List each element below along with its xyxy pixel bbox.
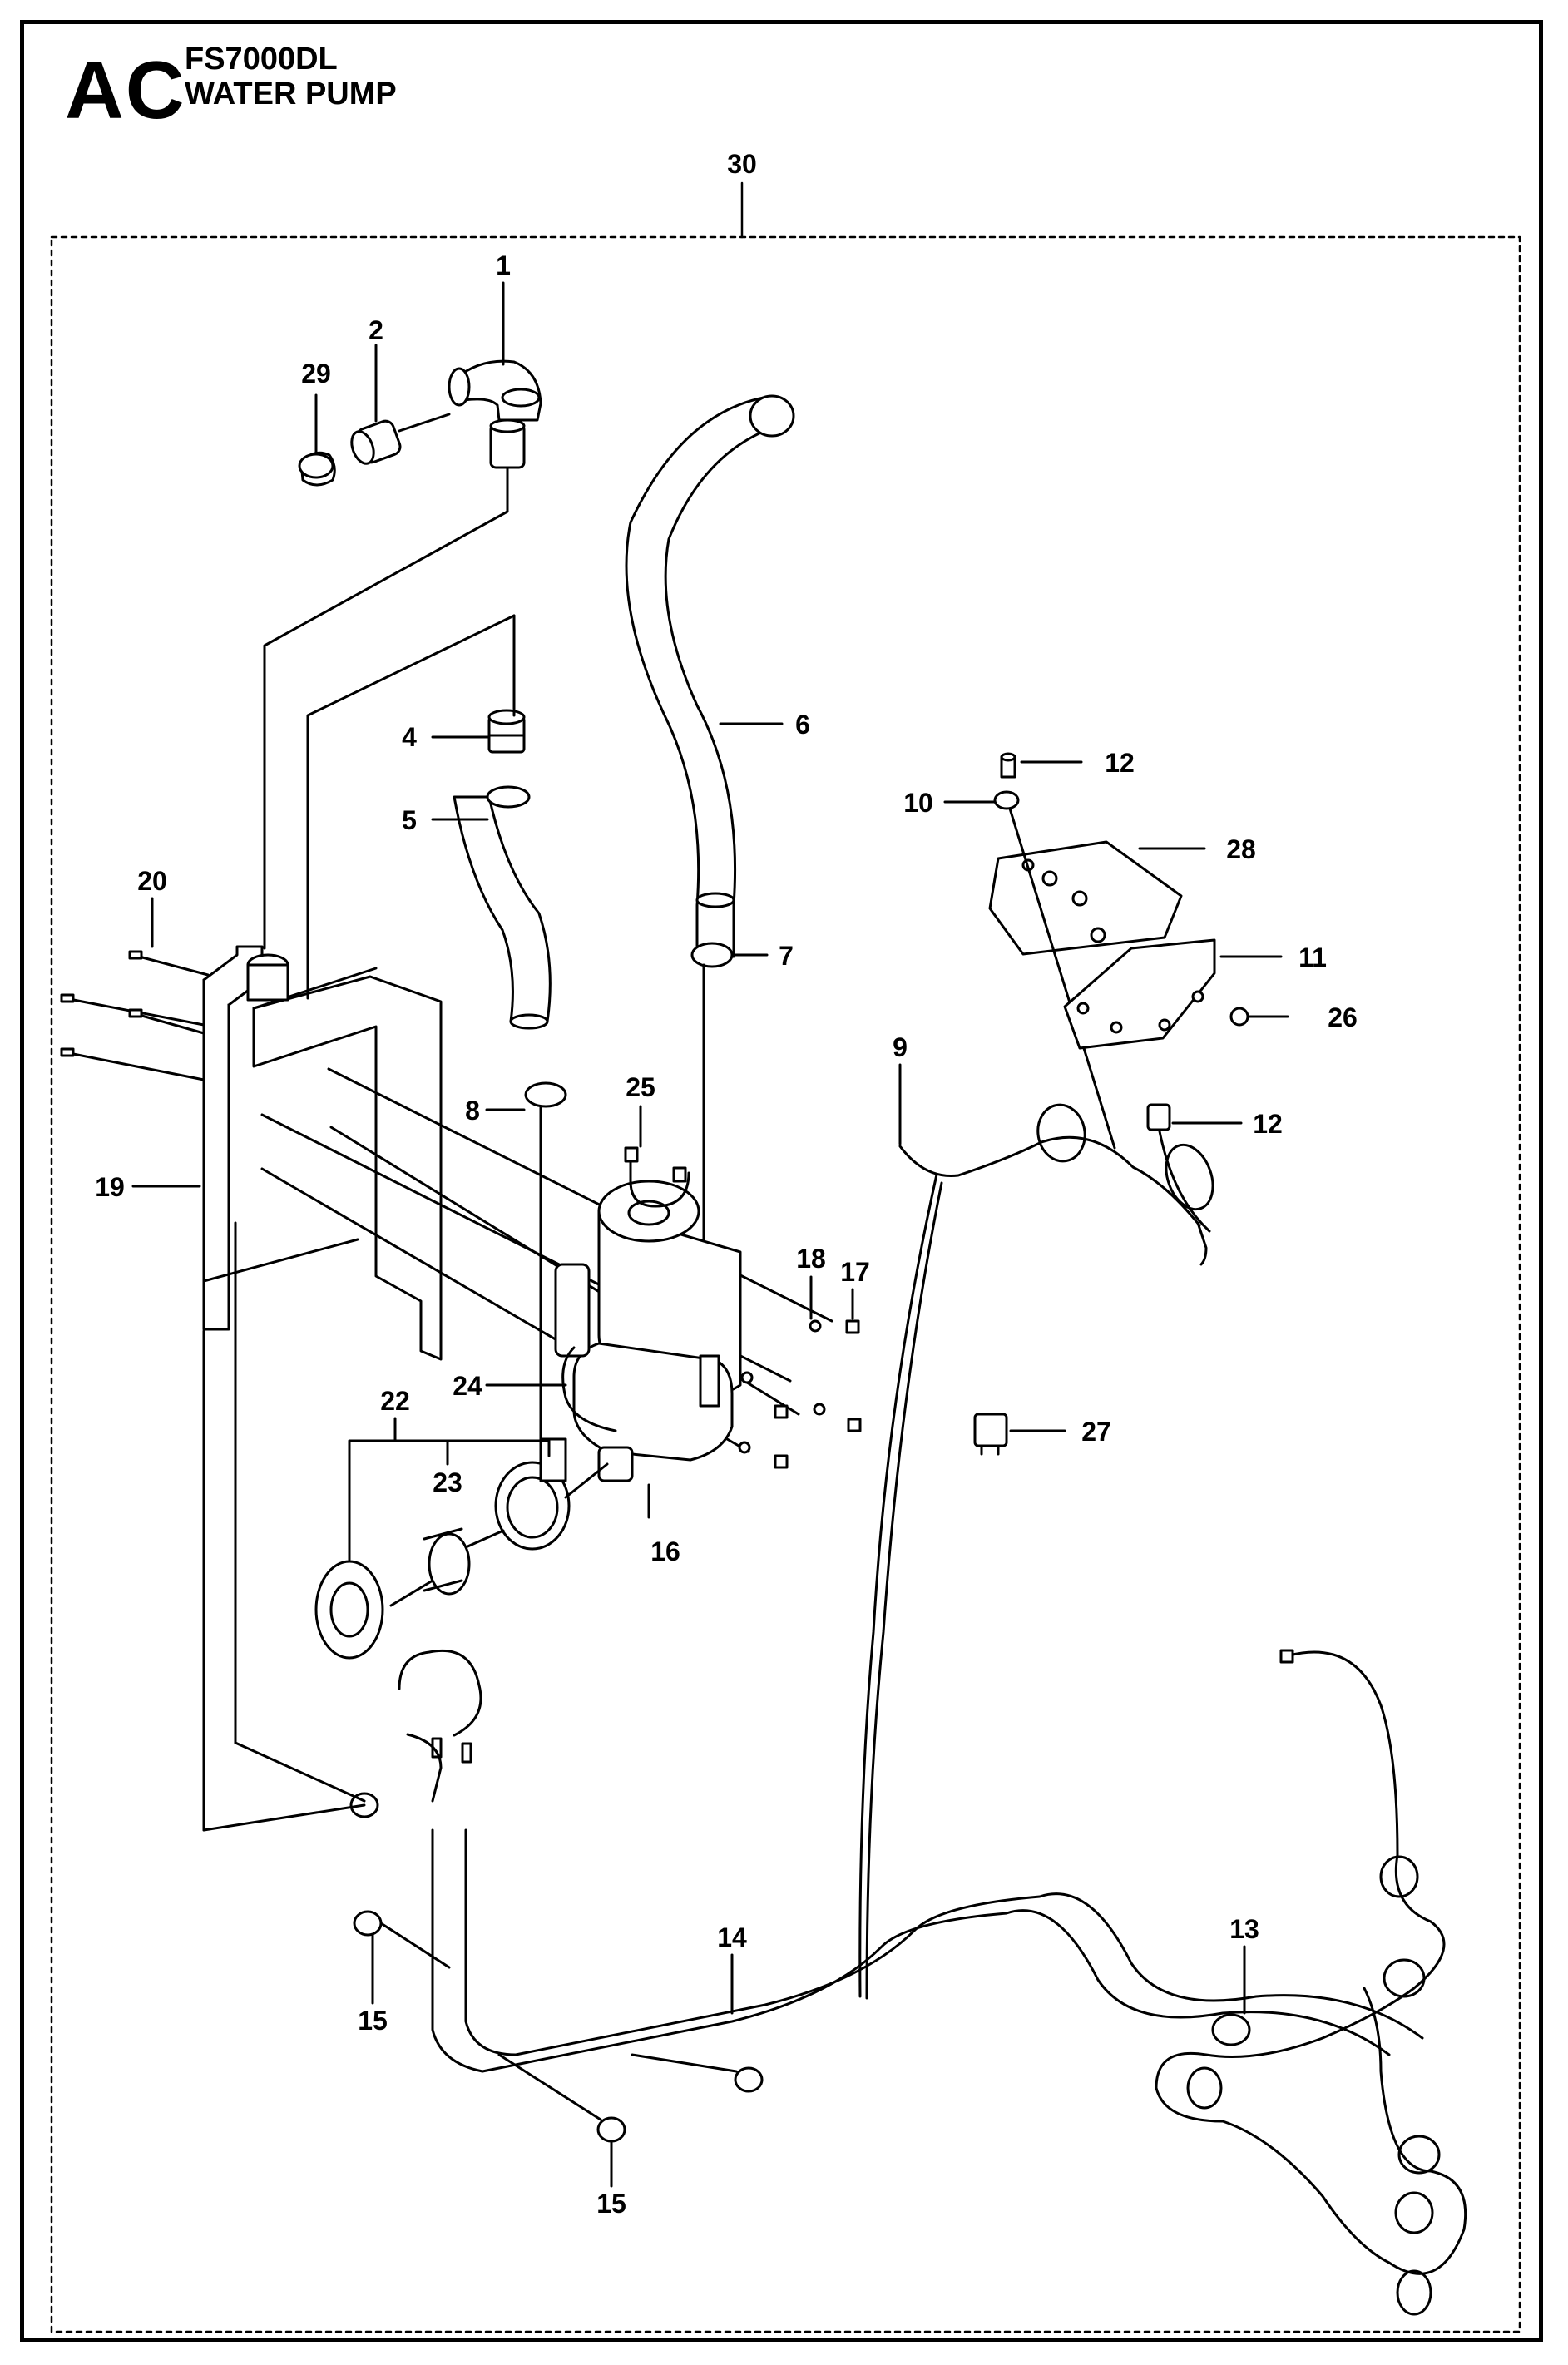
section-code: AC bbox=[65, 44, 186, 136]
diagram-frame bbox=[20, 20, 1543, 2342]
part-2-connector bbox=[350, 413, 451, 465]
part-23-sleeve bbox=[428, 1532, 471, 1596]
callout-10: 10 bbox=[903, 788, 933, 818]
part-22-housing bbox=[314, 1437, 609, 1660]
part-1-elbow bbox=[448, 359, 542, 469]
part-5-hose bbox=[453, 785, 552, 1030]
callout-17: 17 bbox=[840, 1257, 870, 1287]
part-28-plate bbox=[988, 840, 1183, 956]
parts-17-18-nuts-washers bbox=[738, 1319, 862, 1469]
callout-12-top: 12 bbox=[1105, 748, 1135, 778]
part-27-relay bbox=[973, 1413, 1008, 1456]
part-8-clamp bbox=[524, 1081, 567, 1108]
callout-30: 30 bbox=[727, 149, 757, 179]
callout-23: 23 bbox=[433, 1467, 462, 1497]
part-13-harness bbox=[1155, 1649, 1467, 2316]
assembly-boundary bbox=[50, 235, 1521, 2333]
part-12-lower-connector bbox=[1146, 1103, 1214, 1266]
callout-24: 24 bbox=[453, 1371, 482, 1401]
callout-29: 29 bbox=[301, 359, 331, 388]
callout-1: 1 bbox=[496, 250, 511, 280]
callout-12-lower: 12 bbox=[1253, 1109, 1283, 1139]
callout-27: 27 bbox=[1081, 1417, 1111, 1447]
callout-6: 6 bbox=[795, 710, 810, 740]
callout-13: 13 bbox=[1229, 1914, 1259, 1944]
callout-9: 9 bbox=[893, 1032, 908, 1062]
callout-15-bottom: 15 bbox=[596, 2189, 626, 2219]
part-25-connector bbox=[624, 1146, 690, 1208]
part-12-top-connector bbox=[1000, 752, 1016, 779]
part-26-washer bbox=[1229, 1007, 1249, 1027]
callout-4: 4 bbox=[402, 722, 417, 752]
part-4-fitting bbox=[487, 709, 526, 754]
callout-19: 19 bbox=[95, 1172, 125, 1202]
callout-25: 25 bbox=[626, 1072, 655, 1102]
diagram-title: WATER PUMP bbox=[185, 77, 397, 111]
part-20-bolts bbox=[60, 950, 210, 1081]
part-16-pump bbox=[554, 1180, 742, 1482]
callout-11: 11 bbox=[1298, 943, 1327, 972]
callout-28: 28 bbox=[1226, 834, 1256, 864]
callout-15-left: 15 bbox=[358, 2006, 388, 2036]
callout-5: 5 bbox=[402, 805, 417, 835]
callout-20: 20 bbox=[137, 866, 167, 896]
part-15-clips bbox=[349, 1792, 764, 2143]
part-9-cable bbox=[858, 1103, 1201, 2000]
part-14-harness bbox=[398, 1649, 1424, 2073]
part-10-fastener bbox=[993, 790, 1020, 810]
part-29-cap bbox=[298, 451, 336, 487]
callout-26: 26 bbox=[1328, 1002, 1358, 1032]
callout-18: 18 bbox=[796, 1244, 826, 1274]
part-24-seal bbox=[561, 1346, 617, 1432]
part-11-bracket bbox=[1063, 938, 1216, 1050]
callout-16: 16 bbox=[650, 1536, 680, 1566]
part-7-clamp bbox=[690, 942, 734, 968]
callout-8: 8 bbox=[465, 1096, 480, 1126]
callout-22: 22 bbox=[380, 1386, 410, 1416]
callout-2: 2 bbox=[369, 315, 383, 345]
part-19-bracket bbox=[202, 945, 443, 1361]
model-name: FS7000DL bbox=[185, 42, 338, 77]
callout-7: 7 bbox=[779, 941, 794, 971]
part-6-hose bbox=[625, 394, 795, 958]
callout-14: 14 bbox=[717, 1922, 747, 1952]
